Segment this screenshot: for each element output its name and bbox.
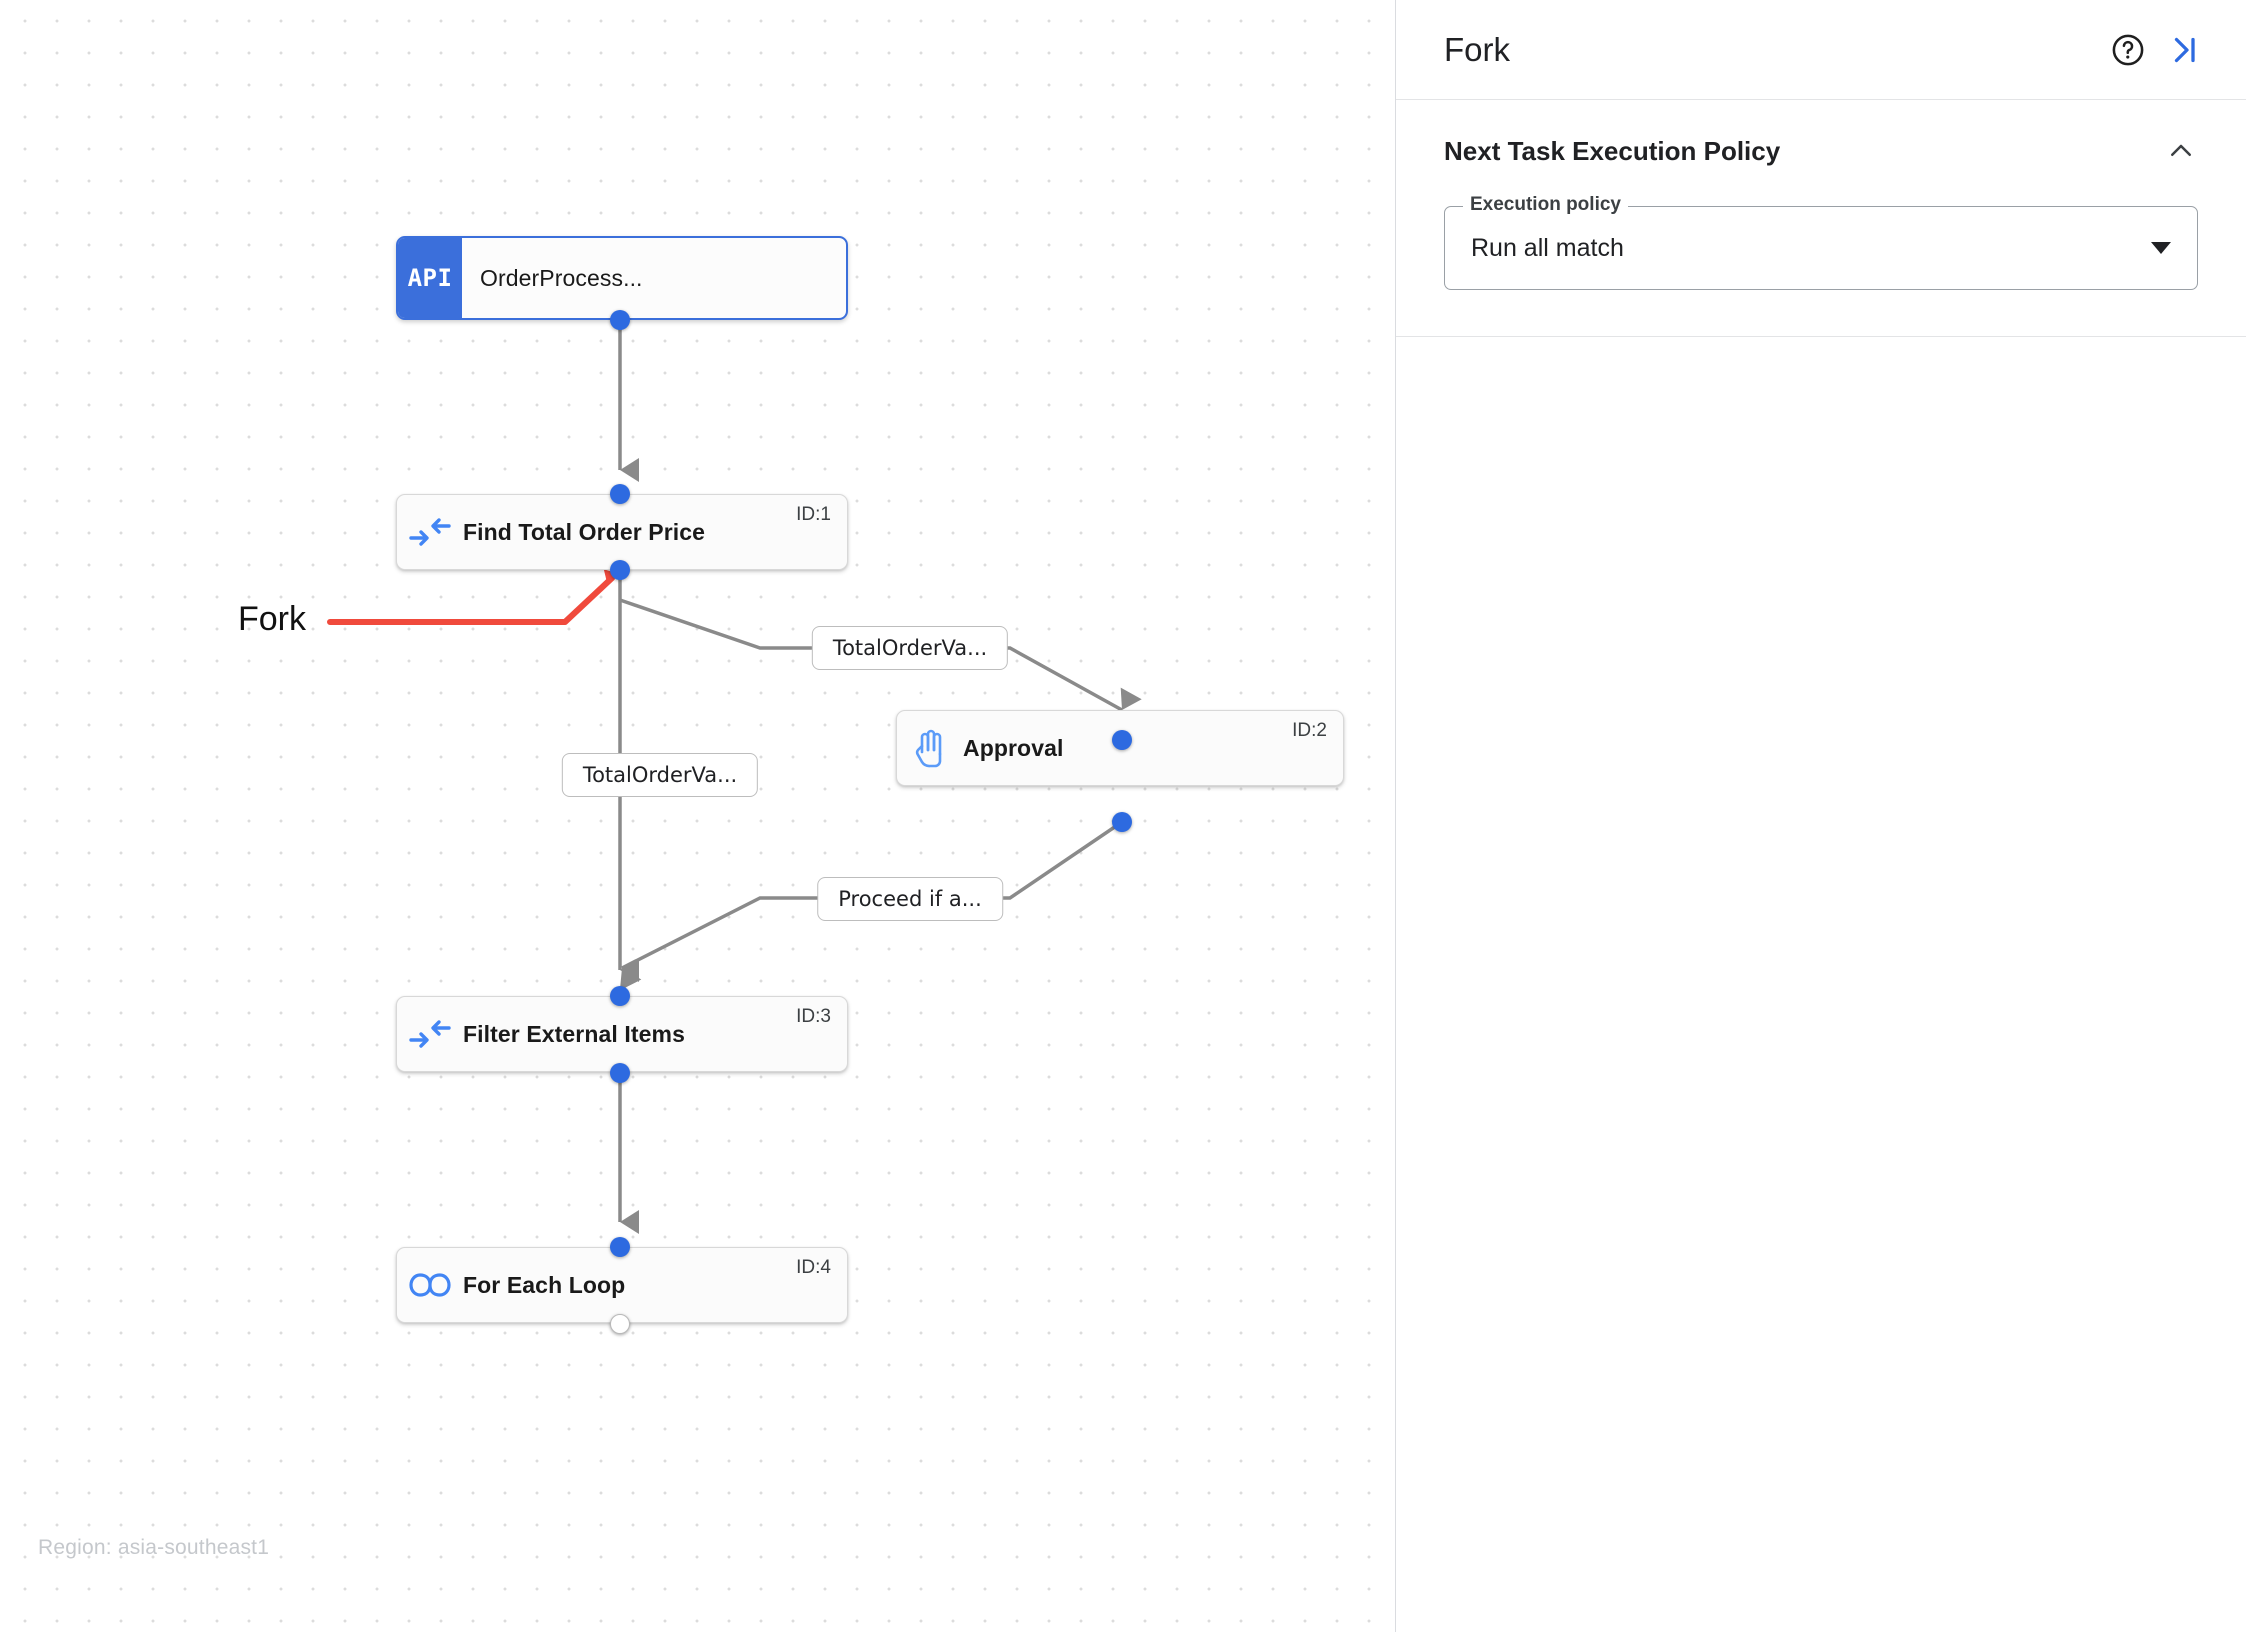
region-label: Region: asia-southeast1: [38, 1536, 270, 1559]
merge-arrows-icon: [397, 1017, 463, 1051]
workflow-canvas[interactable]: Fork API OrderProcess... Find Total Orde…: [0, 0, 1396, 1632]
node-title: Find Total Order Price: [463, 518, 706, 545]
node-id-badge: ID:2: [1292, 720, 1327, 741]
node-title: For Each Loop: [463, 1271, 626, 1298]
node-title: Filter External Items: [463, 1020, 685, 1047]
hand-raised-icon: [897, 728, 963, 768]
handle-n1-out[interactable]: [610, 560, 630, 580]
edge-label-totalordervalue-right[interactable]: TotalOrderVa...: [811, 626, 1009, 670]
merge-arrows-icon: [397, 515, 463, 549]
infinity-loop-icon: [397, 1272, 463, 1298]
help-circle-icon[interactable]: [2100, 22, 2156, 78]
node-title: Approval: [963, 734, 1064, 761]
handle-n3-out[interactable]: [610, 1063, 630, 1083]
api-badge-icon: API: [398, 238, 462, 318]
node-id-badge: ID:1: [796, 504, 831, 525]
properties-panel: Fork Next Task Execution Policy: [1396, 0, 2246, 1632]
handle-approval-in[interactable]: [1112, 730, 1132, 750]
panel-title: Fork: [1444, 30, 1510, 68]
node-approval[interactable]: Approval ID:2: [896, 710, 1344, 786]
node-find-total-order-price[interactable]: Find Total Order Price ID:1: [396, 494, 848, 570]
node-for-each-loop[interactable]: For Each Loop ID:4: [396, 1247, 848, 1323]
handle-approval-out[interactable]: [1112, 812, 1132, 832]
handle-n3-in[interactable]: [610, 986, 630, 1006]
execution-policy-select[interactable]: Execution policy Run all match: [1444, 194, 2198, 290]
execution-policy-label: Execution policy: [1463, 194, 1628, 216]
edge-label-totalordervalue-left[interactable]: TotalOrderVa...: [561, 753, 759, 797]
chevron-up-icon[interactable]: [2164, 134, 2198, 168]
handle-orderprocess-out[interactable]: [610, 310, 630, 330]
fork-annotation-label: Fork: [238, 600, 306, 638]
next-task-execution-policy-section: Next Task Execution Policy Execution pol…: [1396, 100, 2246, 337]
edge-label-proceed-if[interactable]: Proceed if a...: [817, 877, 1003, 921]
execution-policy-value: Run all match: [1471, 233, 1624, 262]
node-id-badge: ID:4: [796, 1257, 831, 1278]
node-title: OrderProcess...: [480, 264, 643, 291]
handle-n4-in[interactable]: [610, 1237, 630, 1257]
node-filter-external-items[interactable]: Filter External Items ID:3: [396, 996, 848, 1072]
panel-header: Fork: [1396, 0, 2246, 100]
collapse-panel-icon[interactable]: [2156, 22, 2212, 78]
node-orderprocess[interactable]: API OrderProcess...: [396, 236, 848, 320]
section-title: Next Task Execution Policy: [1444, 135, 1781, 166]
handle-n1-in[interactable]: [610, 484, 630, 504]
annotation-arrow: [327, 569, 620, 625]
chevron-down-icon[interactable]: [2151, 242, 2171, 254]
node-id-badge: ID:3: [796, 1006, 831, 1027]
handle-n4-out[interactable]: [610, 1314, 630, 1334]
section-header[interactable]: Next Task Execution Policy: [1444, 134, 2198, 168]
